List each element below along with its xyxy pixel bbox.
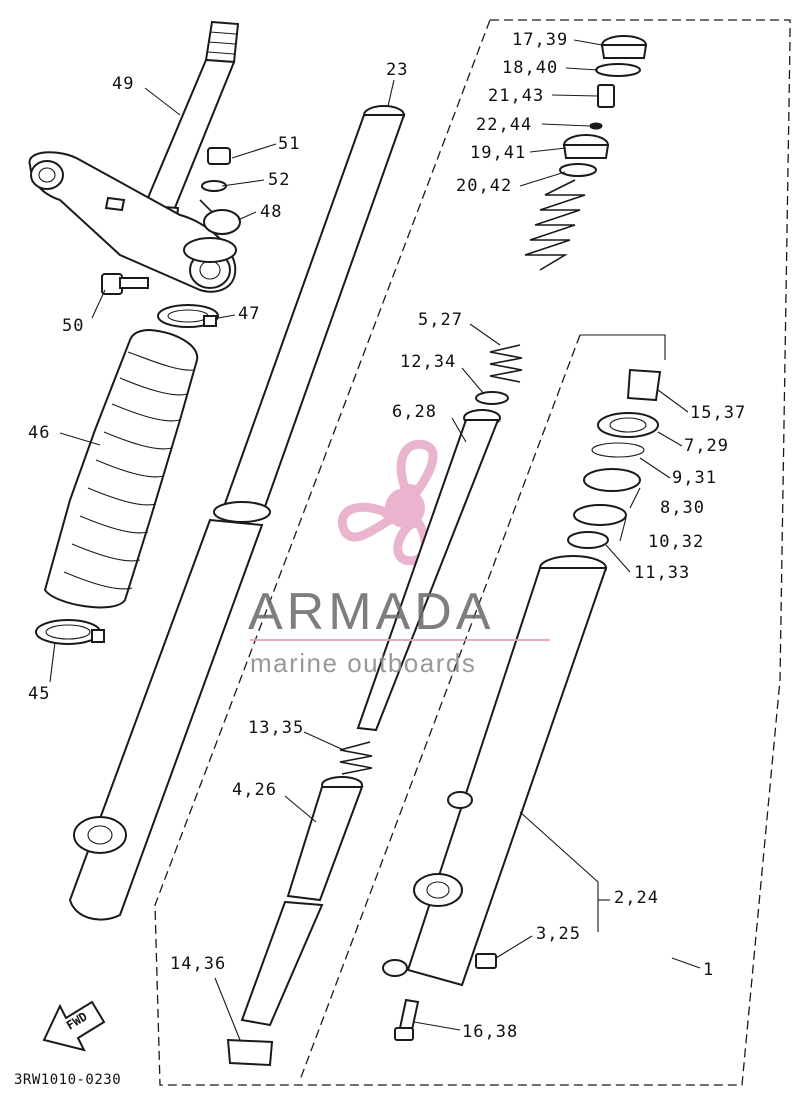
label-9-31: 9,31 bbox=[672, 468, 717, 488]
drain-bolt-3-25 bbox=[475, 953, 497, 969]
label-47: 47 bbox=[238, 304, 261, 324]
assembly-outline bbox=[154, 19, 791, 1086]
small-parts-upper bbox=[199, 147, 241, 235]
watermark-logo bbox=[338, 439, 438, 566]
label-15-37: 15,37 bbox=[690, 403, 747, 423]
fork-boot-46 bbox=[43, 328, 199, 609]
label-8-30: 8,30 bbox=[660, 498, 705, 518]
tube-4-26 bbox=[240, 776, 364, 1027]
label-16-38: 16,38 bbox=[462, 1022, 519, 1042]
leader-lines bbox=[49, 39, 701, 1041]
label-13-35: 13,35 bbox=[248, 718, 305, 738]
label-4-26: 4,26 bbox=[232, 780, 277, 800]
right-seal-stack bbox=[567, 368, 662, 549]
label-17-39: 17,39 bbox=[512, 30, 569, 50]
label-49: 49 bbox=[112, 74, 135, 94]
bolt-16-38 bbox=[394, 998, 420, 1041]
clamp-47 bbox=[157, 304, 219, 328]
label-12-34: 12,34 bbox=[400, 352, 457, 372]
clamp-45 bbox=[35, 619, 105, 645]
label-22-44: 22,44 bbox=[476, 115, 533, 135]
steering-stem-49 bbox=[134, 20, 240, 230]
drawing-code: 3RW1010-0230 bbox=[14, 1072, 122, 1088]
label-45: 45 bbox=[28, 684, 51, 704]
watermark-brand: ARMADA bbox=[248, 583, 495, 641]
label-7-29: 7,29 bbox=[684, 436, 729, 456]
label-10-32: 10,32 bbox=[648, 532, 705, 552]
label-23: 23 bbox=[386, 60, 409, 80]
fork-spring-20-42 bbox=[524, 179, 586, 271]
label-11-33: 11,33 bbox=[634, 563, 691, 583]
label-51: 51 bbox=[278, 134, 301, 154]
watermark-tagline: marine outboards bbox=[250, 648, 477, 678]
label-20-42: 20,42 bbox=[456, 176, 513, 196]
label-18-40: 18,40 bbox=[502, 58, 559, 78]
label-21-43: 21,43 bbox=[488, 86, 545, 106]
label-50: 50 bbox=[62, 316, 85, 336]
label-2-24: 2,24 bbox=[614, 888, 659, 908]
under-bracket bbox=[28, 151, 237, 293]
bolt-50 bbox=[101, 273, 149, 295]
label-6-28: 6,28 bbox=[392, 402, 437, 422]
spring-13-35 bbox=[339, 741, 373, 775]
label-52: 52 bbox=[268, 170, 291, 190]
ring-12-34 bbox=[475, 391, 509, 405]
inner-tube-23 bbox=[213, 105, 406, 523]
label-3-25: 3,25 bbox=[536, 924, 581, 944]
collar-14-36 bbox=[226, 1038, 274, 1067]
top-cap-parts bbox=[559, 35, 648, 177]
label-5-27: 5,27 bbox=[418, 310, 463, 330]
label-48: 48 bbox=[260, 202, 283, 222]
label-46: 46 bbox=[28, 423, 51, 443]
fwd-arrow-icon bbox=[42, 1000, 106, 1052]
right-outer-tube-2-24 bbox=[382, 555, 608, 987]
label-19-41: 19,41 bbox=[470, 143, 527, 163]
label-1: 1 bbox=[703, 960, 715, 980]
label-14-36: 14,36 bbox=[170, 954, 227, 974]
watermark-divider bbox=[250, 639, 550, 641]
spring-5-27 bbox=[489, 344, 523, 383]
left-outer-tube bbox=[68, 518, 264, 921]
damper-rod-6-28 bbox=[356, 409, 501, 732]
